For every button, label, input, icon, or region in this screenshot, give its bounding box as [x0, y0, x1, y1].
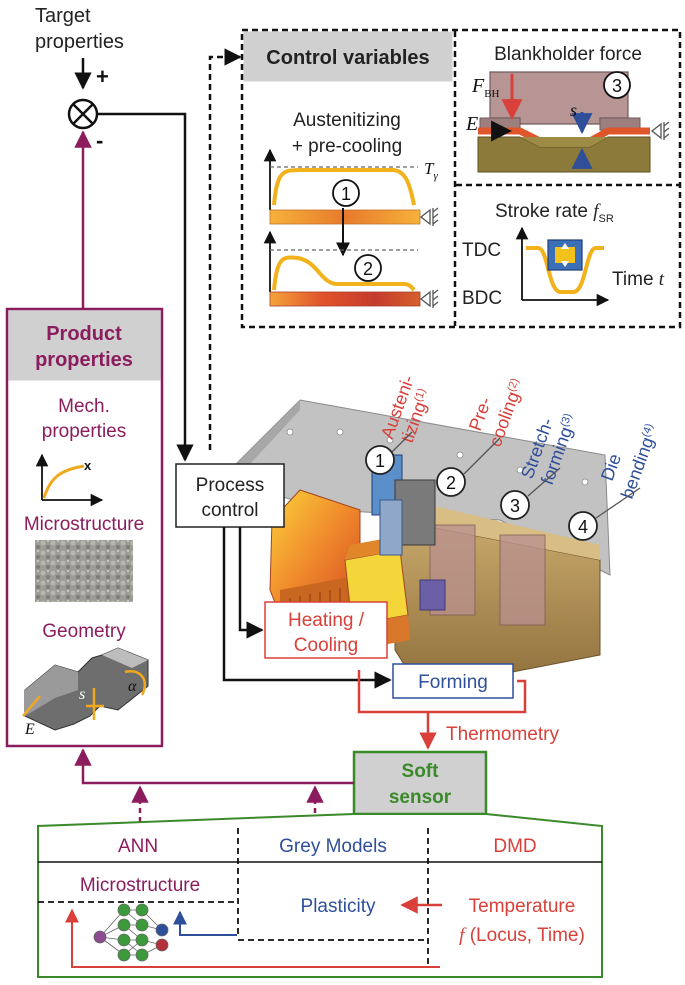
- austenitizing-line1: Austenitizing: [293, 110, 401, 131]
- step-3-number: 3: [612, 76, 622, 96]
- heating-line2: Cooling: [294, 635, 358, 656]
- heating-line1: Heating /: [288, 610, 365, 631]
- station-leaders: [391, 431, 641, 519]
- ann-header: ANN: [118, 836, 158, 857]
- temp-profile-1-chart: [263, 148, 439, 226]
- blankholder-title: Blankholder force: [494, 44, 642, 65]
- comparator-plus: +: [96, 64, 109, 89]
- forming-label: Forming: [418, 672, 488, 693]
- stroke-rate-title: Stroke rate fSR: [495, 201, 614, 225]
- step-3-badge: [603, 71, 631, 99]
- control-title-box: [243, 31, 453, 82]
- comparator-to-process-line: [97, 112, 194, 462]
- geometry-s-label: s: [79, 686, 85, 703]
- process-to-heating-line: [238, 527, 264, 639]
- austenitizing-line2: + pre-cooling: [292, 136, 402, 157]
- thermometry-label: Thermometry: [446, 724, 559, 745]
- mech-label-line2: properties: [42, 421, 127, 442]
- temperature-label: Temperature: [469, 896, 576, 917]
- dmd-header: DMD: [493, 836, 536, 857]
- geometry-e-label: E: [24, 721, 35, 738]
- bdc-label: BDC: [462, 288, 502, 309]
- heating-cooling-box: [264, 601, 388, 659]
- blankholder-s-label: s: [570, 100, 577, 120]
- target-label-line1: Target: [35, 5, 91, 27]
- microstructure-label: Microstructure: [24, 514, 144, 535]
- blankholder-illustration: [477, 71, 670, 173]
- control-variables-frame: [240, 28, 682, 329]
- station-circles: [365, 445, 598, 541]
- microstructure-image: [35, 540, 133, 602]
- process-control-box: [175, 463, 285, 528]
- product-title-line2: properties: [35, 349, 133, 371]
- stroke-rate-chart: [515, 226, 610, 307]
- temperature-function-label: f (Locus, Time): [459, 925, 585, 946]
- svg-text:bending(4): bending(4): [617, 422, 662, 502]
- soft-sensor-line1: Soft: [402, 761, 440, 782]
- process-control-line1: Process: [196, 475, 265, 496]
- geometry-alpha-label: α: [128, 678, 137, 695]
- mini-chart-x-mark: x: [84, 458, 92, 473]
- microstructure-output: Microstructure: [80, 875, 200, 896]
- geometry-part-icon: [22, 647, 149, 731]
- plasticity-label: Plasticity: [301, 896, 376, 917]
- neural-network-icon: [93, 903, 169, 962]
- comparator-minus: -: [96, 128, 103, 153]
- soft-sensor-to-product-line: [74, 748, 354, 785]
- step-2-badge: [354, 254, 382, 282]
- target-label-line2: properties: [35, 31, 124, 53]
- step-2-number: 2: [363, 259, 373, 279]
- svg-text:cooling(2): cooling(2): [485, 376, 528, 449]
- t-gamma-label: Tγ: [424, 159, 438, 182]
- grey-models-header: Grey Models: [279, 836, 387, 857]
- thermometry-line-heating: [357, 670, 428, 714]
- step-1-number: 1: [341, 184, 351, 204]
- soft-sensor-detail-frame: [37, 813, 603, 978]
- stress-strain-mini-chart: [35, 453, 104, 507]
- station-1-number: 1: [375, 451, 385, 471]
- process-to-forming-line: [222, 527, 392, 689]
- control-dashed-arrow: [208, 48, 242, 450]
- comparator-icon: [67, 98, 99, 130]
- station-4-number: 4: [578, 517, 588, 537]
- blankholder-e-label: E: [465, 113, 478, 135]
- mech-label-line1: Mech.: [58, 396, 110, 417]
- temperature-to-ann-arrow: [65, 908, 440, 968]
- thermometry-line-forming: [428, 679, 527, 714]
- geometry-label: Geometry: [42, 621, 126, 642]
- tdc-label: TDC: [462, 240, 501, 261]
- temp-profile-2-chart: [263, 230, 439, 308]
- process-control-line2: control: [201, 500, 258, 521]
- soft-sensor-line2: sensor: [389, 787, 452, 808]
- f-bh-label: FBH: [471, 75, 500, 100]
- station-3-number: 3: [510, 496, 520, 516]
- product-title-line1: Product: [46, 323, 122, 345]
- station-2-number: 2: [446, 473, 456, 493]
- control-title: Control variables: [266, 47, 429, 69]
- step-1-badge: [332, 179, 360, 207]
- time-label: Time t: [612, 269, 665, 290]
- forming-box: [392, 663, 514, 699]
- plasticity-to-ann-arrow: [173, 910, 237, 936]
